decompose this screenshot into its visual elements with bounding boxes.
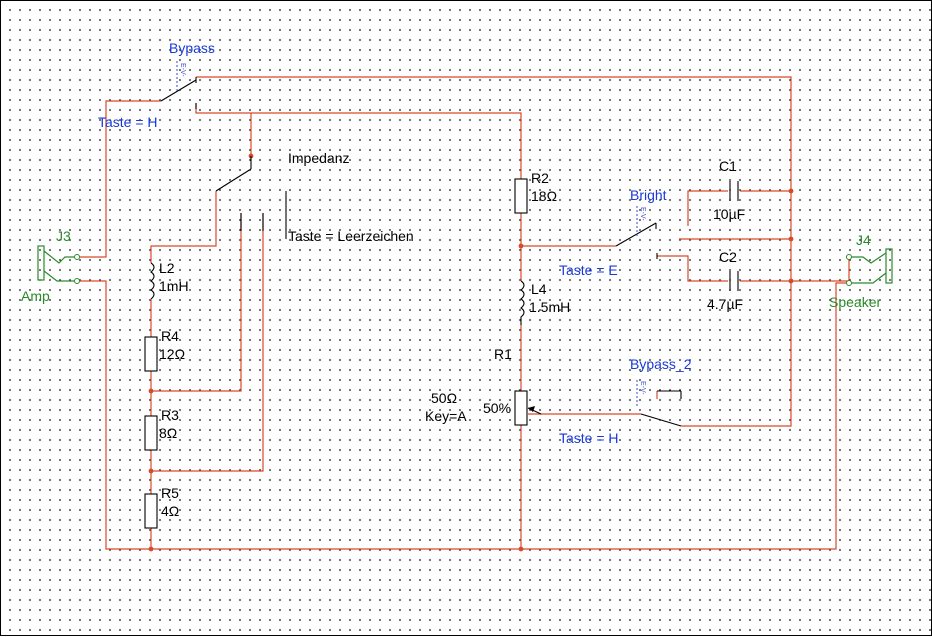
r1-ref: R1 [494,346,512,362]
c2-value: 4.7µF [707,296,743,312]
l2-ref: L2 [159,260,175,276]
junction-dot [148,388,154,394]
j3-name: Amp [21,288,50,304]
impedance-switch-name: Impedanz [288,150,349,166]
c1-capacitor [729,181,739,201]
j4-name: Speaker [829,294,881,310]
wire-bottom-rail [77,280,849,550]
c1-value: 10µF [713,206,745,222]
r2-resistor [514,178,528,214]
wire-tap-8 [151,213,264,472]
wires [77,76,850,550]
c2-capacitor [729,271,739,291]
junction-dot [148,546,154,552]
j3-ref: J3 [56,228,71,244]
junction-dot [788,278,794,284]
wire-bypass-lower [195,103,522,179]
bypass2-switch[interactable]: E-V- [636,379,682,427]
wire-impedance-to-l2 [150,191,217,263]
c2-ref: C2 [719,249,737,265]
r5-ref: R5 [161,485,179,501]
r1-setting: 50% [483,400,511,416]
bypass-switch-marker: E-V- [179,63,186,77]
junction-dot [788,188,794,194]
bright-switch[interactable]: E-V- [615,206,658,259]
wire-c2-out [740,257,850,282]
junctions [148,153,794,552]
junction-dot [148,468,154,474]
wire-tap-12 [151,213,242,392]
r5-resistor [144,493,158,529]
c1-ref: C1 [719,158,737,174]
r4-ref: R4 [161,328,179,344]
junction-dot [518,243,524,249]
r1-value: 50Ω [431,390,457,406]
r4-value: 12Ω [159,346,185,362]
bypass-switch[interactable]: E-V- [160,61,197,109]
bypass2-switch-marker: E-V- [639,381,646,395]
j4-speaker-jack [846,248,893,286]
wire-bright-c2 [657,255,728,282]
bypass-switch-name: Bypass [169,40,215,56]
junction-dot [518,546,524,552]
r1-potentiometer[interactable] [514,390,542,426]
j3-amp-jack [37,245,80,284]
impedance-switch[interactable] [215,156,287,239]
r2-ref: R2 [531,170,549,186]
r3-value: 8Ω [159,425,177,441]
l4-value: 1.5mH [529,299,570,315]
j4-ref: J4 [856,232,871,248]
r1-key: Key=A [425,408,467,424]
bright-switch-key: Taste = E [559,262,618,278]
r2-value: 18Ω [531,188,557,204]
junction-dot [788,236,794,242]
bright-switch-name: Bright [630,187,667,203]
l4-inductor [520,280,525,325]
l4-ref: L4 [531,281,547,297]
bypass-switch-key: Taste = H [98,114,158,130]
impedance-switch-key: Taste = Leerzeichen [288,228,414,244]
wire-bright-c1 [687,190,728,226]
r3-ref: R3 [161,407,179,423]
bright-switch-marker: E-V- [639,207,646,221]
bypass2-switch-name: Bypass_2 [630,356,692,372]
l2-inductor [150,262,155,300]
r5-value: 4Ω [161,503,179,519]
r4-resistor [144,336,158,372]
wire-j3-to-bypass [77,100,161,258]
wire-top-rail [196,76,792,427]
l2-value: 1mH [159,278,189,294]
bypass2-switch-key: Taste = H [559,430,619,446]
r3-resistor [144,415,158,451]
